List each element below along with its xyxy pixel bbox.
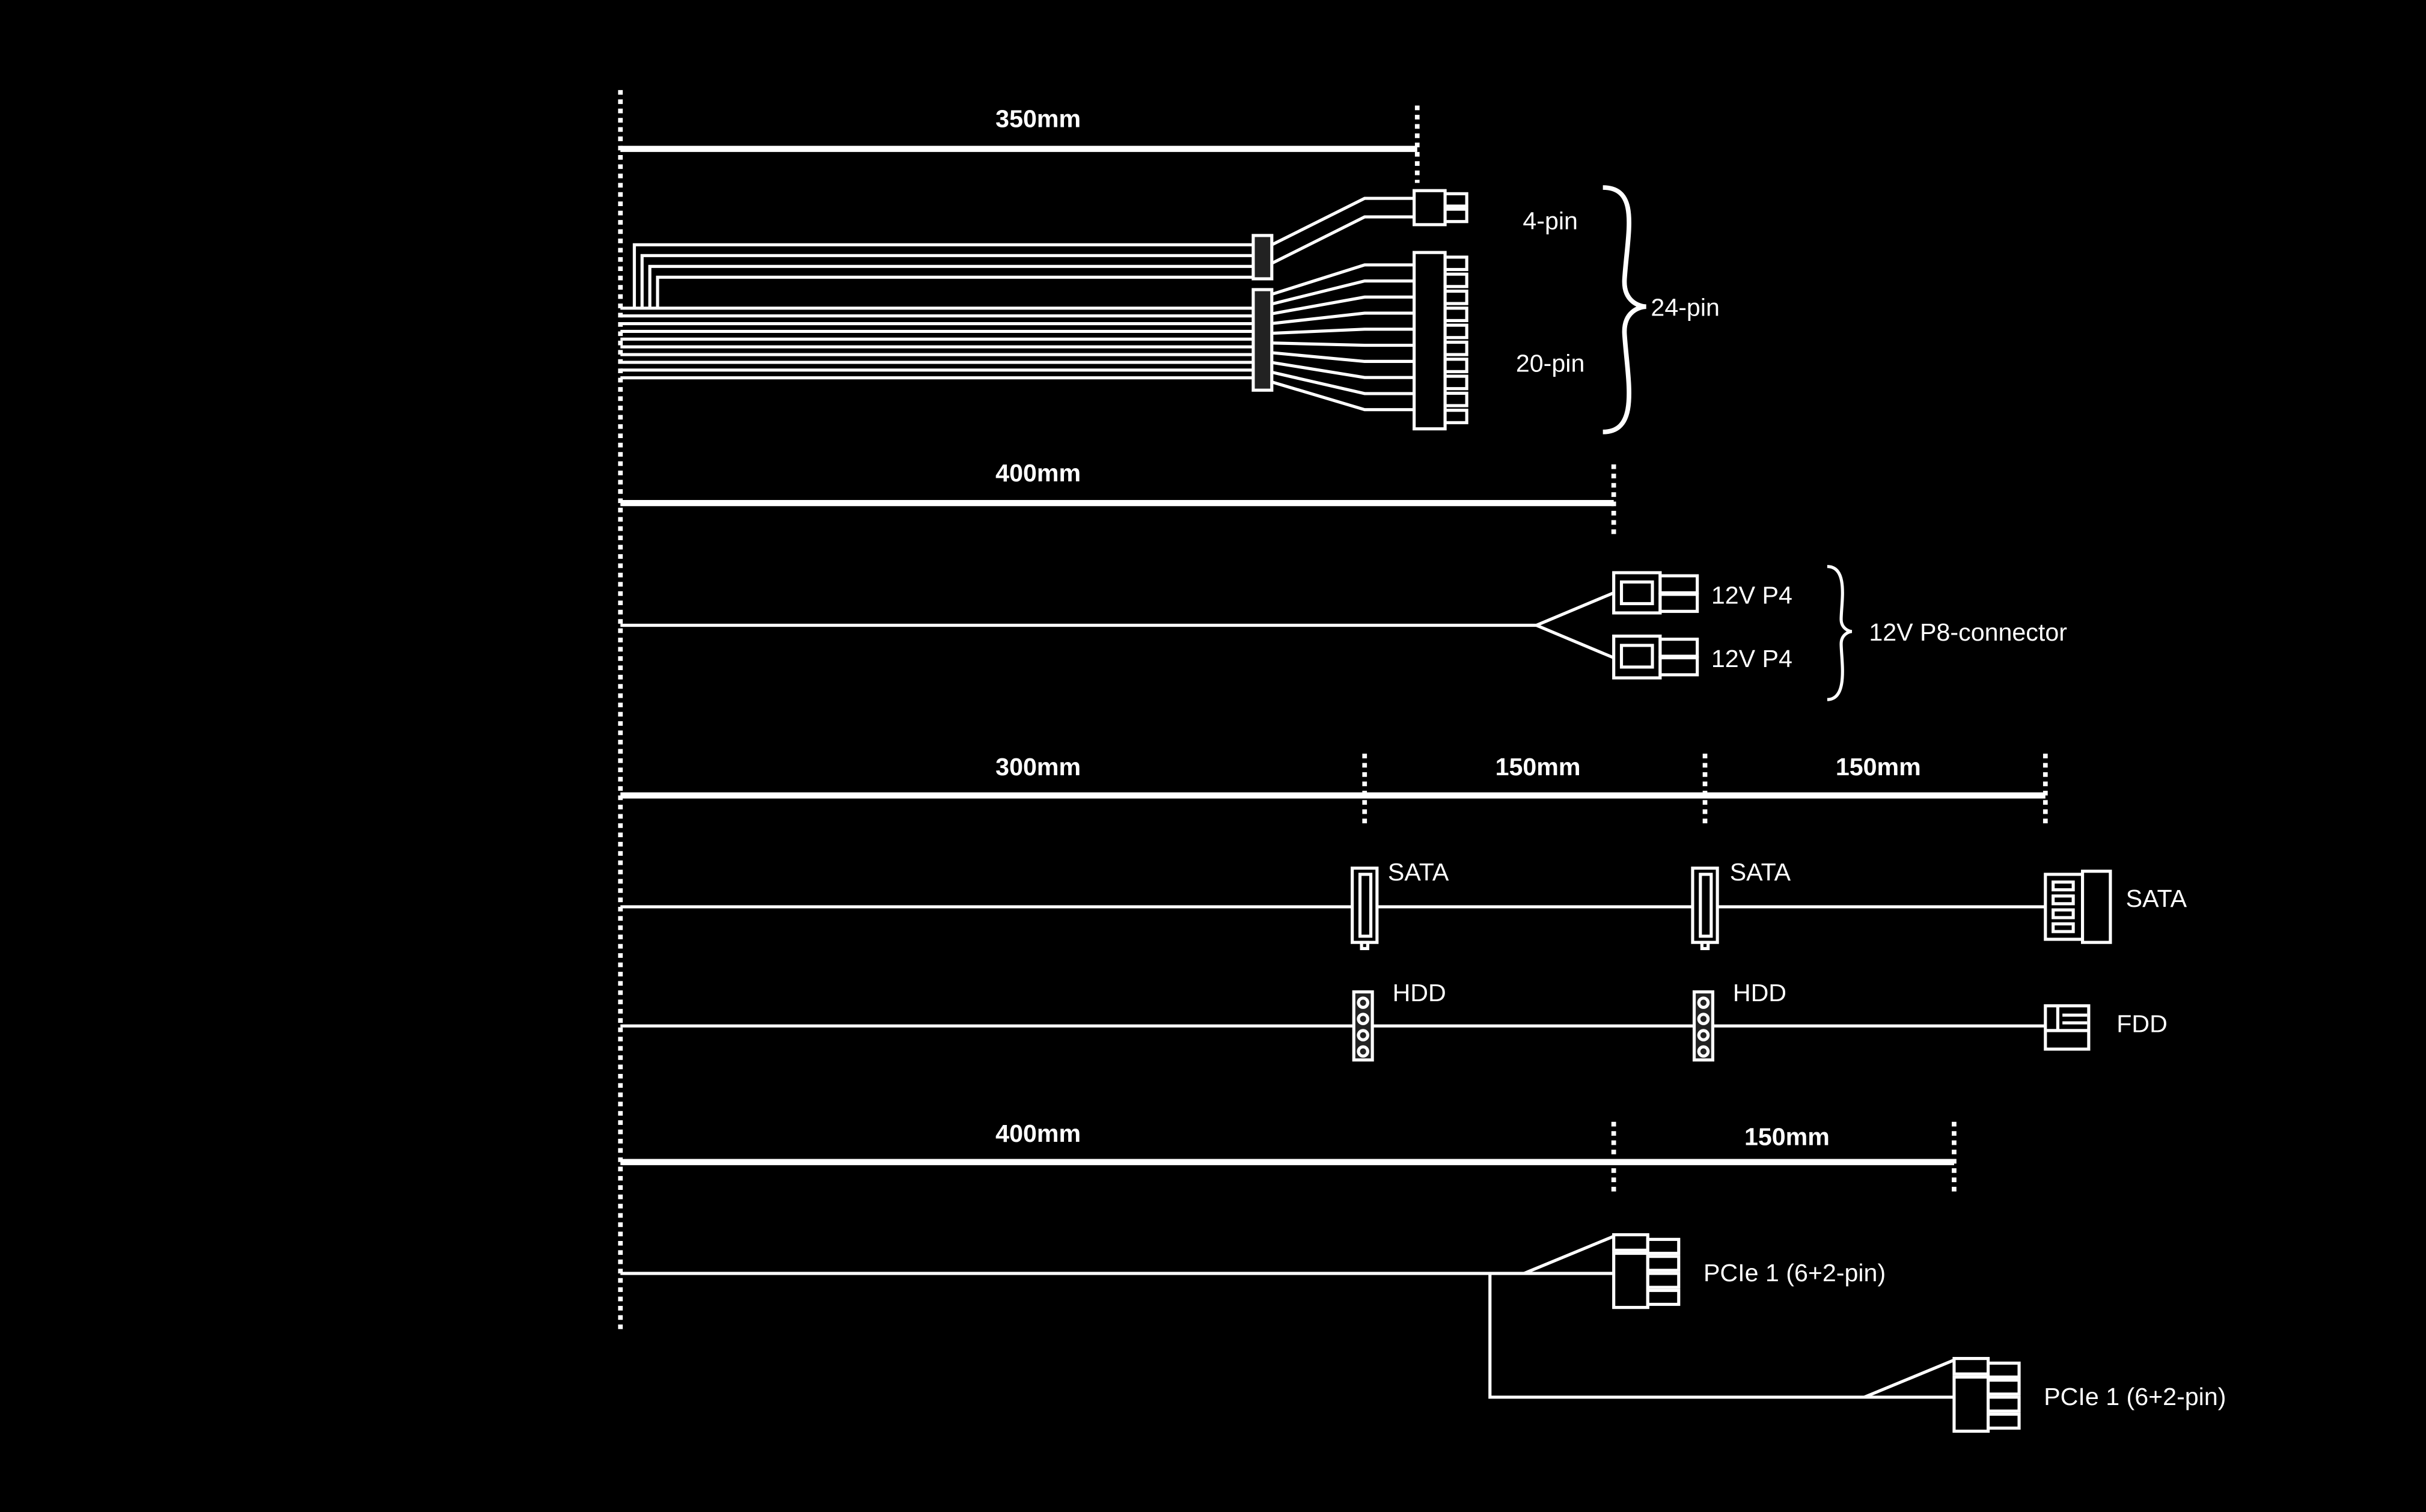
label-sata: SATA [1730, 858, 1791, 886]
label-p4: 12V P4 [1711, 581, 1792, 609]
fdd-connector [2044, 1004, 2091, 1051]
pcie-connector [1523, 1233, 1681, 1309]
pin [1443, 192, 1468, 208]
label-p8: 12V P8-connector [1869, 618, 2067, 646]
pcie-6pin-part [1952, 1375, 1990, 1433]
pin [1443, 391, 1468, 407]
molex-pin [1697, 1013, 1710, 1025]
pcie-connector [1863, 1356, 2021, 1433]
molex-body [1352, 990, 1374, 1062]
atx-20pin-housing [1251, 288, 1274, 392]
sata-key [1360, 940, 1369, 951]
atx-4pin-wire [656, 275, 1253, 308]
atx-4pin-wire [640, 254, 1253, 308]
label-sata: SATA [2126, 885, 2187, 912]
label-sata: SATA [1388, 858, 1449, 886]
molex-pin [1697, 996, 1710, 1009]
pin [1646, 1288, 1681, 1306]
atx-20pin-wire [1271, 279, 1414, 306]
label-20pin: 20-pin [1516, 349, 1584, 377]
pin [1443, 207, 1468, 224]
atx-20pin-wire [1271, 361, 1414, 379]
atx-4pin-connector [1413, 189, 1447, 227]
pcie-2pin-part [1952, 1356, 1990, 1376]
label-pcie: PCIe 1 (6+2-pin) [2044, 1383, 2226, 1410]
pin [1646, 1272, 1681, 1289]
molex-pin [1697, 1029, 1710, 1041]
pin [1443, 289, 1468, 305]
atx-4pin-wire [648, 264, 1253, 308]
molex-pin [1357, 1045, 1369, 1058]
atx-4pin-wire [632, 243, 1253, 308]
pin [1443, 255, 1468, 272]
hdd-molex-connector [1692, 990, 1714, 1062]
p4-connector [1612, 571, 1699, 615]
pcie-6pin-part [1612, 1251, 1649, 1309]
atx-20pin-wire [1271, 311, 1414, 325]
pin [1443, 358, 1468, 373]
pin [1646, 1237, 1681, 1255]
pin [1443, 306, 1468, 322]
dimension-label: 150mm [1496, 753, 1581, 781]
atx-20pin-wire [1271, 351, 1414, 363]
atx-24pin-cable [620, 189, 1468, 431]
p4-connector [1612, 634, 1699, 680]
molex-body [1692, 990, 1714, 1062]
label-hdd: HDD [1393, 979, 1446, 1007]
label-hdd: HDD [1733, 979, 1786, 1007]
dimension-label: 350mm [995, 105, 1081, 133]
pcie-wire [1863, 1358, 1955, 1399]
sata-end-connector [2044, 870, 2112, 944]
pin [1986, 1395, 2021, 1413]
sata-slot [1358, 873, 1373, 938]
atx-20pin-wire [1271, 341, 1414, 347]
pin [1646, 1255, 1681, 1272]
dimension-label: 300mm [995, 753, 1081, 781]
label-fdd: FDD [2116, 1010, 2168, 1037]
atx-20pin-wire [1271, 295, 1414, 316]
cpu-cable-branch [1535, 624, 1615, 659]
label-p4: 12V P4 [1711, 645, 1792, 672]
molex-pin [1357, 1013, 1369, 1025]
molex-pin [1357, 1029, 1369, 1041]
sata-key [1700, 940, 1710, 951]
pin [1986, 1412, 2021, 1430]
label-4pin: 4-pin [1523, 207, 1578, 235]
pin [1443, 340, 1468, 356]
pin [1443, 323, 1468, 340]
pin [1443, 272, 1468, 288]
pcie-2pin-part [1612, 1233, 1649, 1252]
sata-inline-connector [1691, 867, 1719, 951]
dimension-label: 400mm [995, 1120, 1081, 1147]
hdd-molex-connector [1352, 990, 1374, 1062]
molex-pin [1697, 1045, 1710, 1058]
pcie-wire [1523, 1234, 1615, 1275]
pin [1986, 1379, 2021, 1396]
dimension-label: 400mm [995, 459, 1081, 487]
atx-20pin-wire [1271, 380, 1414, 412]
pin [1443, 374, 1468, 391]
atx-20pin-wire [1271, 328, 1414, 335]
atx-20pin-connector [1413, 251, 1447, 431]
atx-4pin-wire [1271, 215, 1414, 265]
label-24pin: 24-pin [1651, 294, 1719, 322]
dimension-label: 150mm [1836, 753, 1921, 781]
sata-inline-connector [1351, 867, 1379, 951]
atx-4pin-wire [1271, 197, 1414, 246]
dimension-label: 150mm [1744, 1123, 1830, 1150]
pcie-cable-branch [1488, 1273, 1954, 1399]
molex-pin [1357, 996, 1369, 1009]
brace-p8 [1827, 565, 1853, 701]
pin [1986, 1361, 2021, 1379]
atx-20pin-wire [1271, 370, 1414, 395]
brace-24pin [1603, 185, 1646, 434]
atx-4pin-housing [1251, 234, 1274, 281]
label-pcie: PCIe 1 (6+2-pin) [1703, 1259, 1886, 1287]
pin [1443, 409, 1468, 424]
atx-20pin-wire [1271, 263, 1414, 296]
sata-slot [1699, 873, 1713, 938]
